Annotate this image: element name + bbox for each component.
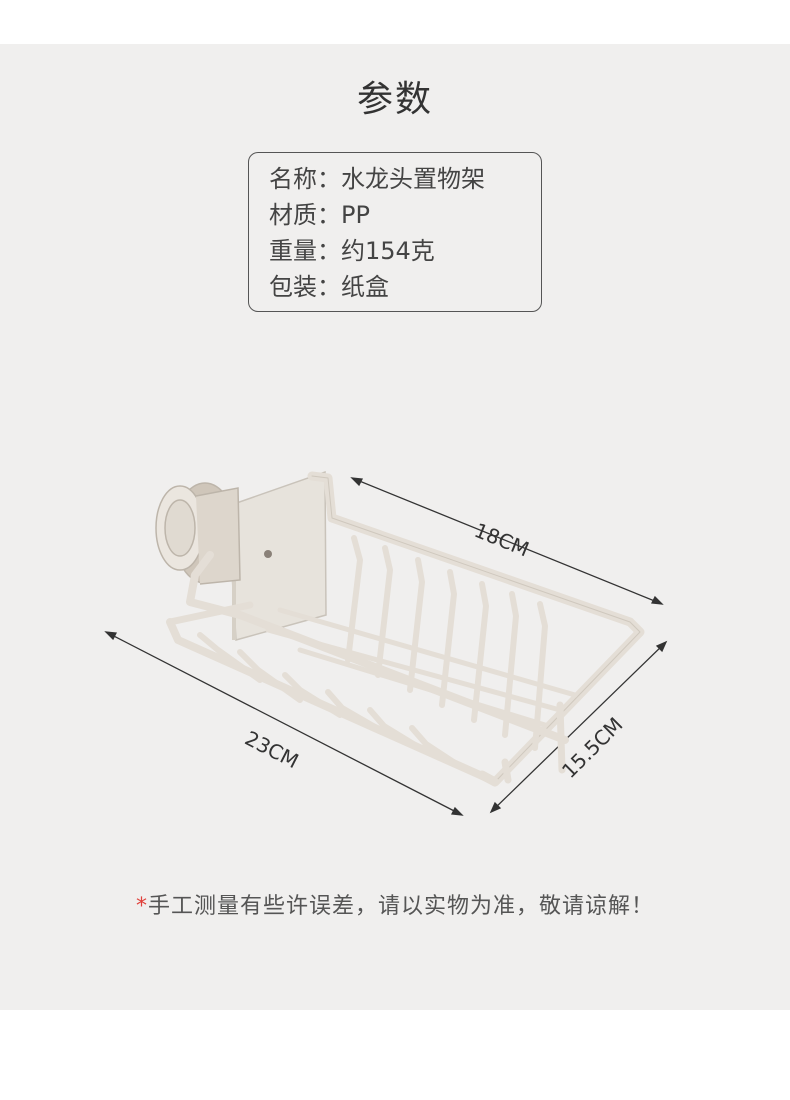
background-panel: [0, 44, 790, 1010]
basket-frame: [166, 471, 645, 787]
spec-value: 纸盒: [341, 273, 389, 301]
note-asterisk: *: [135, 894, 148, 919]
spec-row-packaging: 包装：纸盒: [269, 269, 541, 305]
spec-box: 名称：水龙头置物架 材质：PP 重量：约154克 包装：纸盒: [248, 152, 542, 312]
spec-label: 重量：: [269, 237, 341, 265]
note-text: 手工测量有些许误差，请以实物为准，敬请谅解！: [147, 894, 654, 919]
spec-row-name: 名称：水龙头置物架: [269, 161, 541, 197]
spec-label: 包装：: [269, 273, 341, 301]
spec-label: 材质：: [269, 201, 341, 229]
product-illustration: [104, 470, 668, 816]
spec-value: 约154克: [341, 237, 435, 265]
page-title: 参数: [356, 79, 433, 120]
spec-value: 水龙头置物架: [341, 165, 485, 193]
tap-clamp: [155, 482, 241, 585]
measurement-note: *手工测量有些许误差，请以实物为准，敬请谅解！: [0, 888, 790, 920]
spec-row-weight: 重量：约154克: [269, 233, 541, 269]
spec-label: 名称：: [269, 165, 341, 193]
spec-value: PP: [341, 201, 370, 229]
dimension-lines: [104, 477, 668, 816]
spec-row-material: 材质：PP: [269, 197, 541, 233]
